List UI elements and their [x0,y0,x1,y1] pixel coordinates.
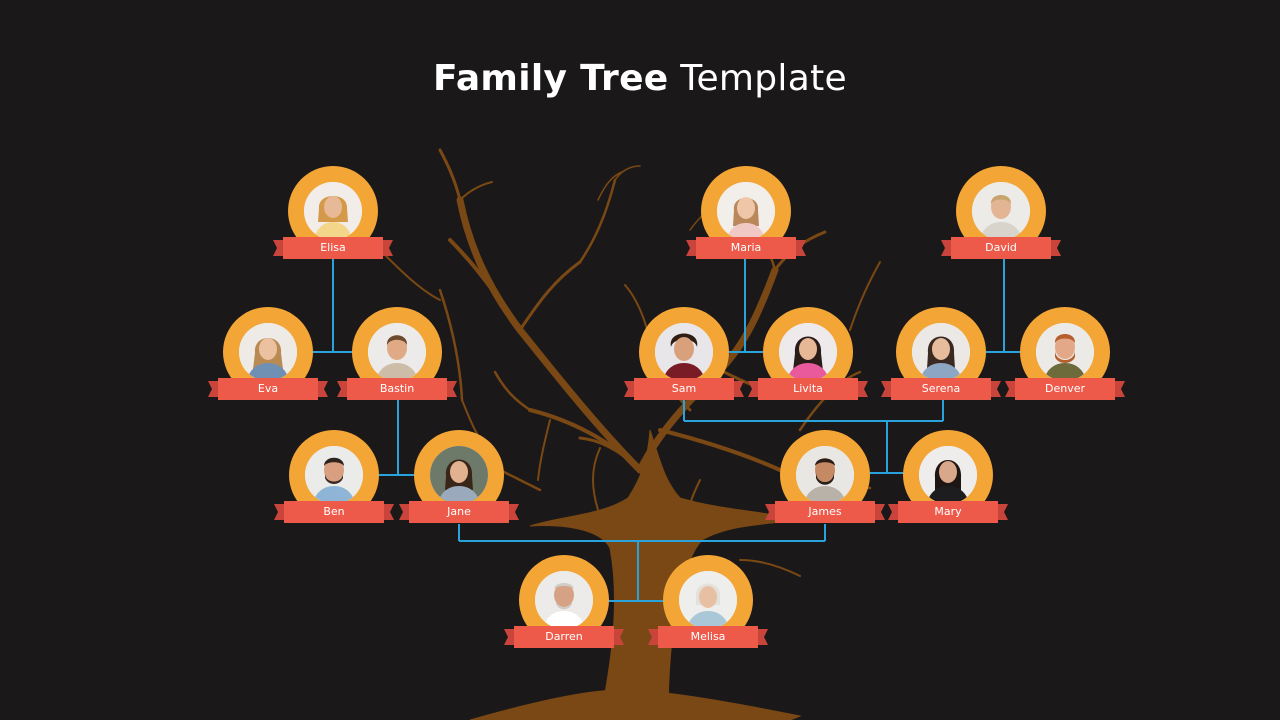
person-photo-icon [1036,323,1094,381]
person-photo-icon [679,571,737,629]
member-livita[interactable]: Livita [748,307,868,407]
person-photo-icon [239,323,297,381]
member-serena[interactable]: Serena [881,307,1001,407]
member-name: Livita [768,379,848,399]
member-darren[interactable]: Darren [504,555,624,655]
member-name: Darren [524,627,604,647]
person-photo-icon [972,182,1030,240]
person-photo-icon [919,446,977,504]
member-eva[interactable]: Eva [208,307,328,407]
member-melisa[interactable]: Melisa [648,555,768,655]
member-elisa[interactable]: Elisa [273,166,393,266]
member-name: David [961,238,1041,258]
member-name: Sam [644,379,724,399]
person-photo-icon [304,182,362,240]
member-name: Ben [294,502,374,522]
member-name: Elisa [293,238,373,258]
person-photo-icon [912,323,970,381]
person-photo-icon [717,182,775,240]
member-mary[interactable]: Mary [888,430,1008,530]
member-name: Serena [901,379,981,399]
member-jane[interactable]: Jane [399,430,519,530]
person-photo-icon [535,571,593,629]
member-bastin[interactable]: Bastin [337,307,457,407]
member-name: James [785,502,865,522]
member-name: Denver [1025,379,1105,399]
member-name: Jane [419,502,499,522]
person-photo-icon [655,323,713,381]
member-sam[interactable]: Sam [624,307,744,407]
member-name: Maria [706,238,786,258]
member-name: Mary [908,502,988,522]
member-james[interactable]: James [765,430,885,530]
member-maria[interactable]: Maria [686,166,806,266]
member-ben[interactable]: Ben [274,430,394,530]
member-denver[interactable]: Denver [1005,307,1125,407]
member-david[interactable]: David [941,166,1061,266]
member-name: Melisa [668,627,748,647]
person-photo-icon [779,323,837,381]
person-photo-icon [305,446,363,504]
person-photo-icon [796,446,854,504]
person-photo-icon [368,323,426,381]
member-name: Bastin [357,379,437,399]
member-name: Eva [228,379,308,399]
person-photo-icon [430,446,488,504]
